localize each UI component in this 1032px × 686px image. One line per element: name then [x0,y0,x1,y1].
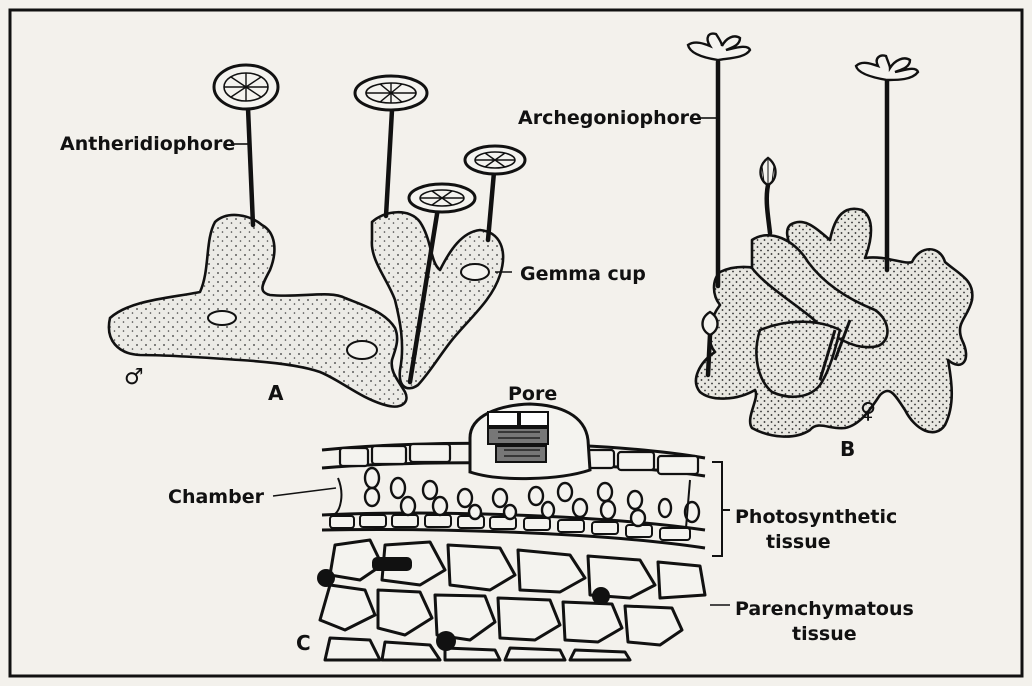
young-archegoniophore-bud [761,158,776,185]
label-photosynthetic-tissue: tissue [766,531,831,553]
antheridial-head [465,146,525,174]
label-chamber: Chamber [168,486,265,508]
label-photosynthetic: Photosynthetic [735,506,897,528]
label-gemma-cup: Gemma cup [520,263,646,285]
air-pore [470,404,590,479]
panel-label-b: B [840,437,855,461]
young-archegoniophore-bud [703,312,718,335]
label-archegoniophore: Archegoniophore [518,107,702,129]
panel-label-c: C [296,631,311,655]
label-antheridiophore: Antheridiophore [60,133,235,155]
label-parenchymatous-tissue: tissue [792,623,857,645]
archegonial-head [688,34,750,60]
female-symbol: ♀ [860,399,876,424]
antheridial-head [214,65,278,109]
male-thallus-drawing [109,65,525,407]
antheridial-head [355,76,427,110]
thallus-cross-section [317,404,730,660]
chamber-leader [273,488,336,496]
female-thallus-drawing [688,34,972,437]
archegonial-head [856,55,918,80]
antheridial-head [409,184,475,212]
label-pore: Pore [508,383,557,405]
panel-label-a: A [268,381,284,405]
label-parenchymatous: Parenchymatous [735,598,914,620]
male-symbol: ♂ [124,365,144,390]
